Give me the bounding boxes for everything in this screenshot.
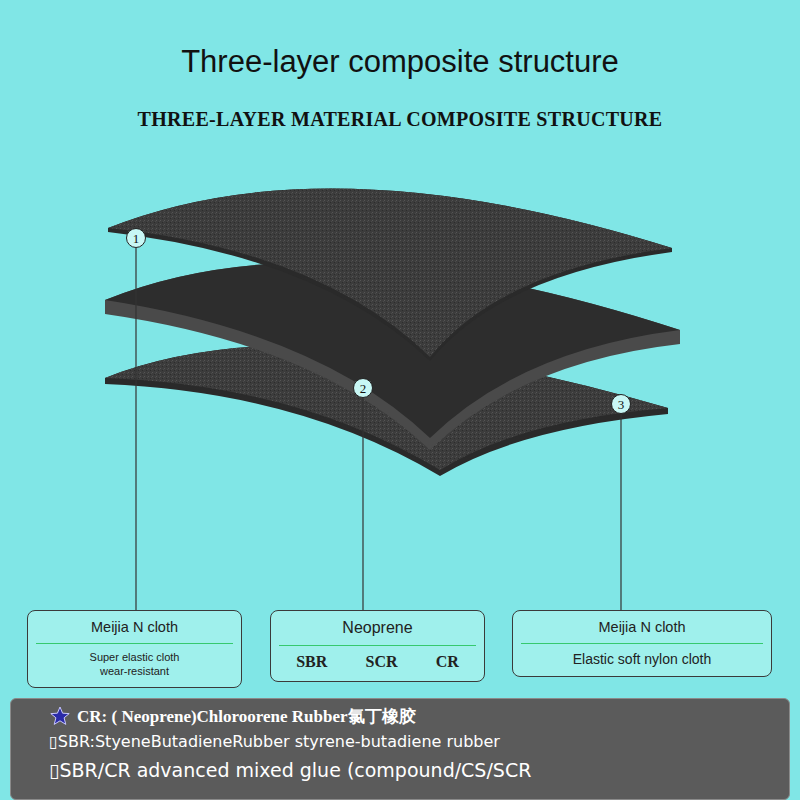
callout-circle: 1 xyxy=(126,228,146,248)
box-text: SCR xyxy=(366,652,398,673)
callout-number: 1 xyxy=(133,232,140,245)
box-body: Super elastic cloth wear-resistant xyxy=(34,650,235,679)
material-box: Meijia N clothSuper elastic cloth wear-r… xyxy=(27,610,242,688)
box-text: SBR xyxy=(296,652,327,673)
box-heading: Neoprene xyxy=(277,617,478,645)
box-heading: Meijia N cloth xyxy=(519,617,765,643)
panel-line: ▯SBR:StyeneButadieneRubber styrene-butad… xyxy=(49,730,779,753)
callout-number: 2 xyxy=(360,382,367,395)
leader-line xyxy=(362,398,363,610)
page-title: Three-layer composite structure xyxy=(0,44,800,80)
legend-panel: CR: ( Neoprene)Chloroorene Rubber氯丁橡胶▯SB… xyxy=(10,698,790,800)
panel-line: ▯SBR/CR advanced mixed glue (compound/CS… xyxy=(49,757,779,785)
box-text: Super elastic cloth wear-resistant xyxy=(79,650,191,679)
callout-number: 3 xyxy=(618,398,625,411)
leader-line xyxy=(135,248,136,610)
material-box: NeopreneSBR SCR CR xyxy=(270,610,485,682)
separator-line xyxy=(279,645,476,646)
box-heading: Meijia N cloth xyxy=(34,617,235,643)
separator-line xyxy=(521,643,763,644)
leader-line xyxy=(620,414,621,610)
box-text: CR xyxy=(436,652,459,673)
material-box: Meijia N clothElastic soft nylon cloth xyxy=(512,610,772,677)
star-symbol xyxy=(50,706,70,726)
box-text: Elastic soft nylon cloth xyxy=(573,650,712,668)
callout-circle: 2 xyxy=(353,378,373,398)
panel-line: CR: ( Neoprene)Chloroorene Rubber氯丁橡胶 xyxy=(77,705,779,730)
separator-line xyxy=(36,643,233,644)
callout-circle: 3 xyxy=(611,394,631,414)
subtitle: THREE-LAYER MATERIAL COMPOSITE STRUCTURE xyxy=(0,108,800,131)
box-body: SBR SCR CR xyxy=(277,652,478,673)
box-body: Elastic soft nylon cloth xyxy=(519,650,765,668)
